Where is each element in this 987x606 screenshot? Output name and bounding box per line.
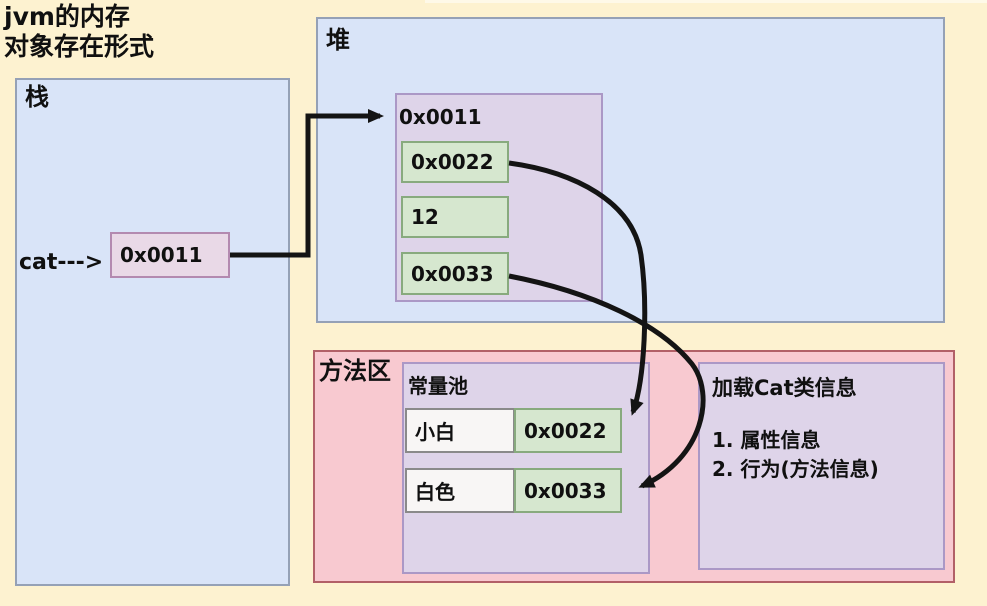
class-info-title: 加载Cat类信息	[712, 376, 857, 400]
heap-label: 堆	[326, 26, 350, 54]
stack-address-box: 0x0011	[110, 232, 230, 278]
heap-region: 堆 0x0011 0x0022 12 0x0033	[316, 17, 945, 323]
class-info-box: 加载Cat类信息 1. 属性信息 2. 行为(方法信息)	[698, 362, 945, 570]
constant-pool-label: 常量池	[408, 374, 468, 398]
page-title: jvm的内存 对象存在形式	[4, 2, 154, 62]
page-title-line2: 对象存在形式	[4, 32, 155, 61]
constant-pool-box: 常量池 小白 0x0022 白色 0x0033	[402, 362, 650, 574]
constant-pool-name-box: 小白	[405, 408, 515, 453]
class-info-item: 2. 行为(方法信息)	[712, 457, 879, 481]
heap-object-box: 0x0011 0x0022 12 0x0033	[395, 93, 603, 302]
heap-object-header: 0x0011	[399, 105, 482, 129]
class-info-item: 1. 属性信息	[712, 428, 821, 452]
heap-field-box: 0x0022	[401, 141, 509, 183]
constant-pool-address-box: 0x0033	[514, 468, 622, 513]
class-info-items: 1. 属性信息 2. 行为(方法信息)	[712, 426, 879, 484]
stack-region: 栈 cat---> 0x0011	[15, 78, 290, 586]
heap-field-box: 12	[401, 196, 509, 238]
constant-pool-address-box: 0x0022	[514, 408, 622, 453]
heap-field-box: 0x0033	[401, 252, 509, 295]
method-area-label: 方法区	[319, 357, 391, 385]
constant-pool-name-box: 白色	[405, 468, 515, 513]
page-title-line1: jvm的内存	[4, 2, 130, 31]
top-edge-highlight	[425, 0, 987, 3]
stack-variable-label: cat--->	[19, 250, 104, 275]
method-area-region: 方法区 常量池 小白 0x0022 白色 0x0033 加载Cat类信息 1. …	[313, 350, 955, 583]
stack-label: 栈	[25, 83, 49, 111]
